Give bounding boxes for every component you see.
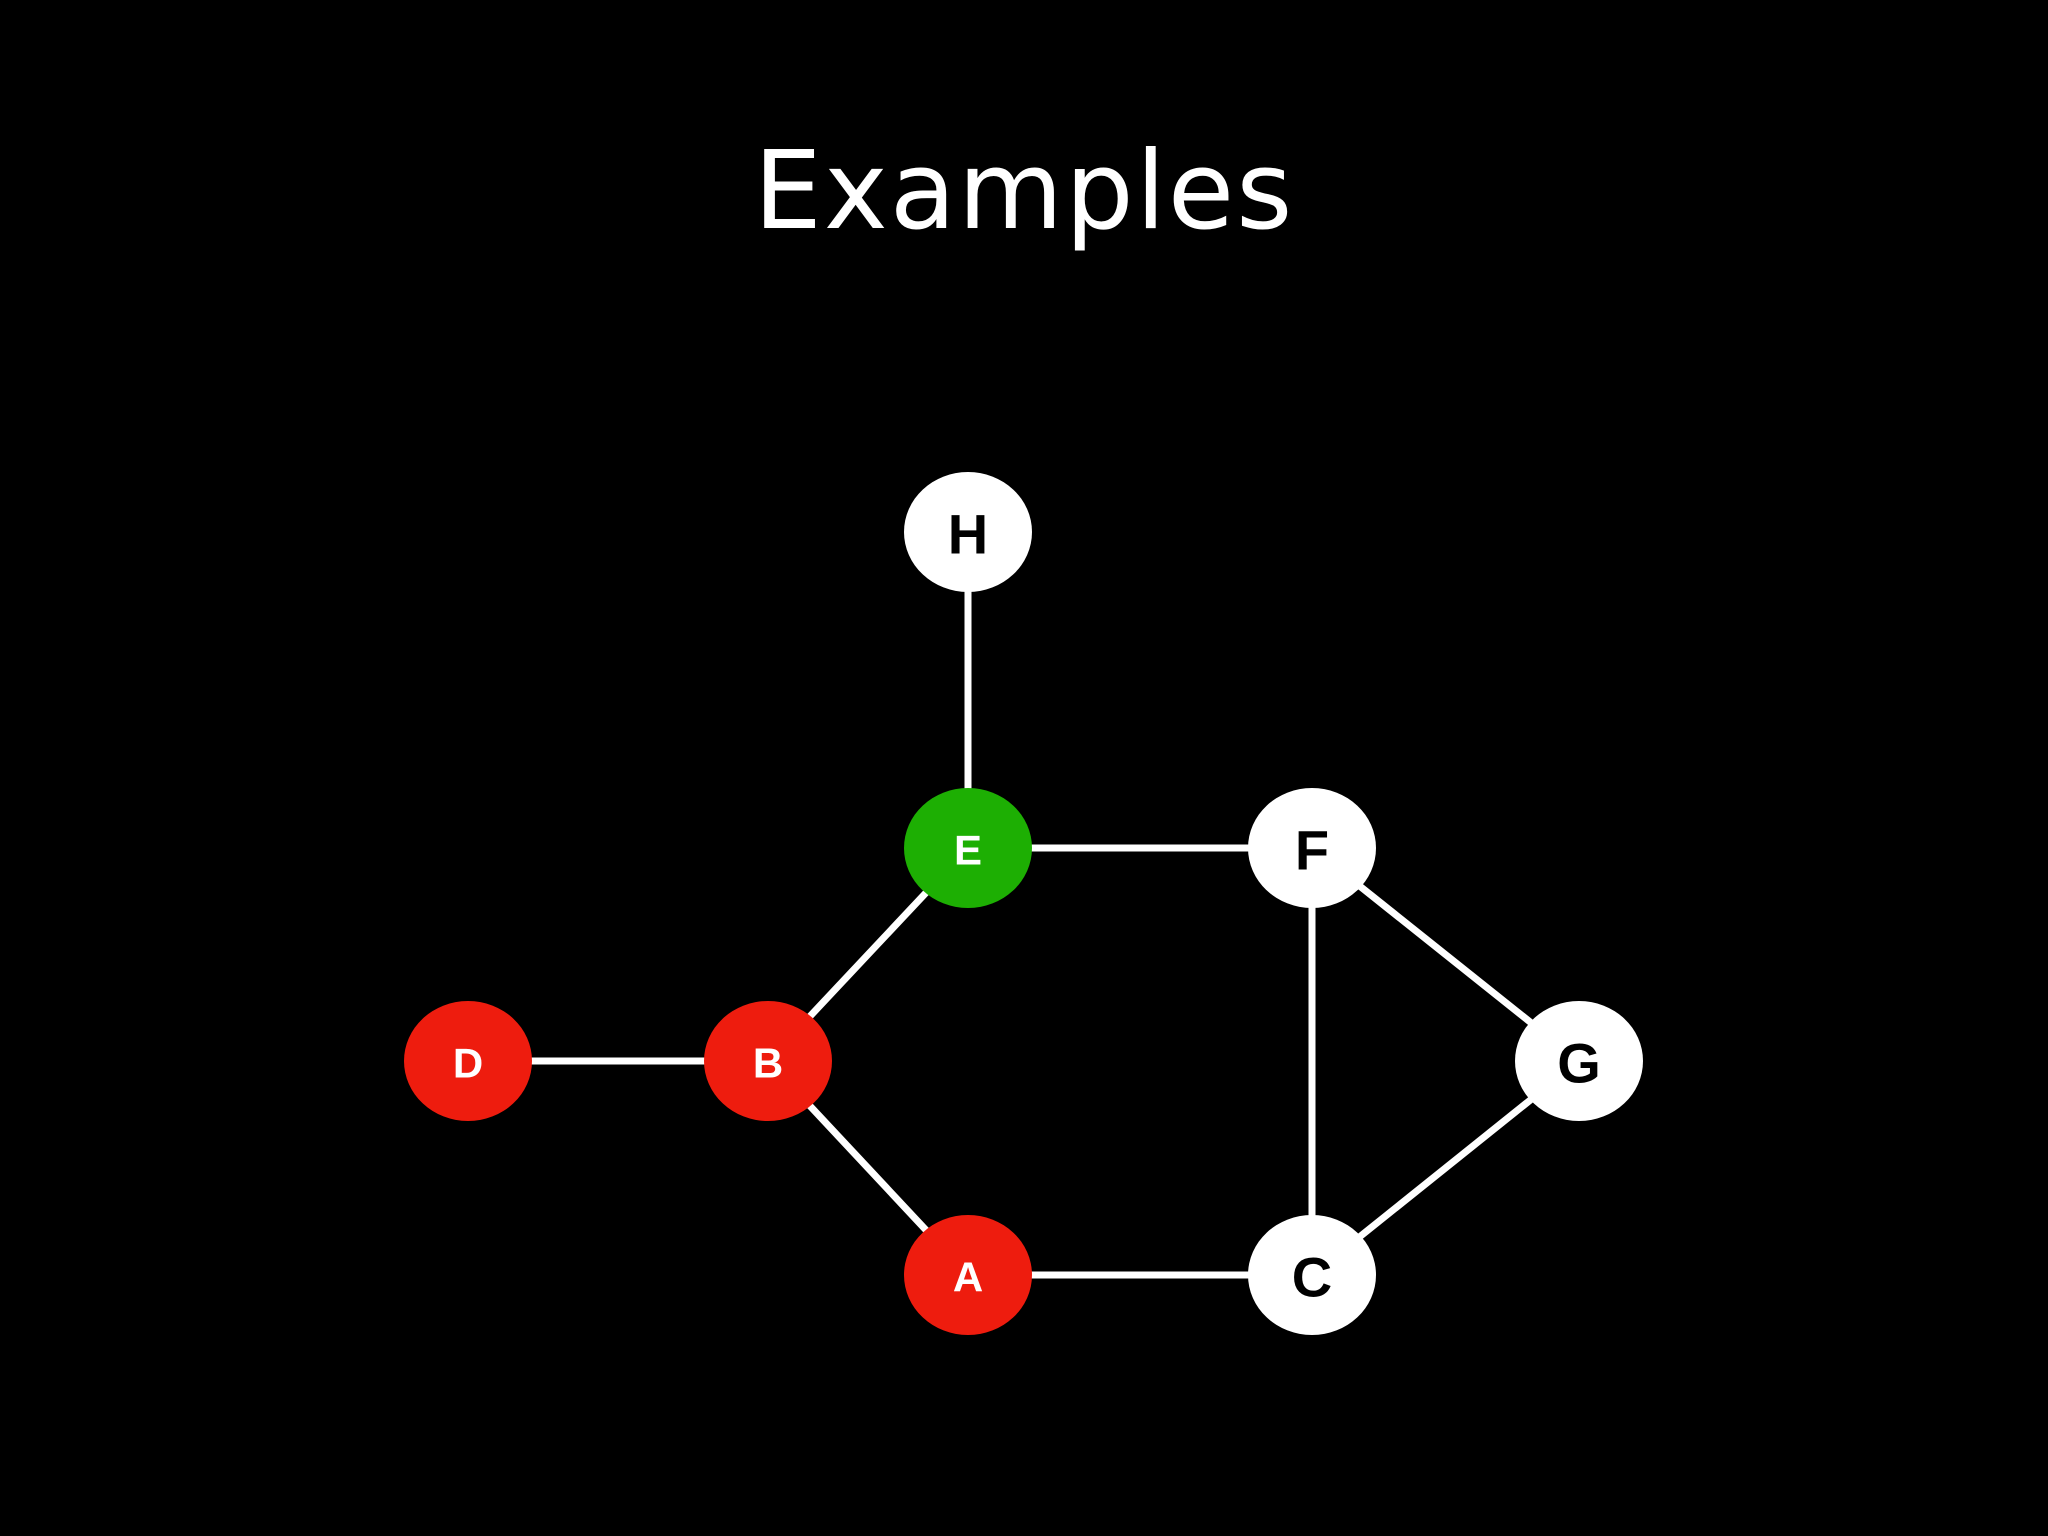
node-label-e: E [954,827,982,874]
node-circle-h [904,472,1032,592]
node-label-a: A [953,1254,983,1301]
node-h: H [904,472,1032,592]
node-circle-e [904,788,1032,908]
node-label-c: C [1292,1246,1332,1309]
node-b: B [704,1001,832,1121]
node-label-b: B [753,1040,783,1087]
node-circle-d [404,1001,532,1121]
node-label-d: D [453,1040,483,1087]
node-g: G [1515,1001,1643,1121]
node-circle-g [1515,1001,1643,1121]
node-circle-b [704,1001,832,1121]
nodes-layer: H E F D B G A C [404,472,1643,1335]
node-e: E [904,788,1032,908]
node-f: F [1248,788,1376,908]
node-circle-c [1248,1215,1376,1335]
node-label-f: F [1295,819,1329,882]
edges-layer [468,532,1582,1279]
node-label-g: G [1557,1032,1601,1095]
page-title: Examples [753,129,1295,254]
node-circle-f [1248,788,1376,908]
node-c: C [1248,1215,1376,1335]
node-label-h: H [948,503,988,566]
node-circle-a [904,1215,1032,1335]
node-a: A [904,1215,1032,1335]
node-d: D [404,1001,532,1121]
